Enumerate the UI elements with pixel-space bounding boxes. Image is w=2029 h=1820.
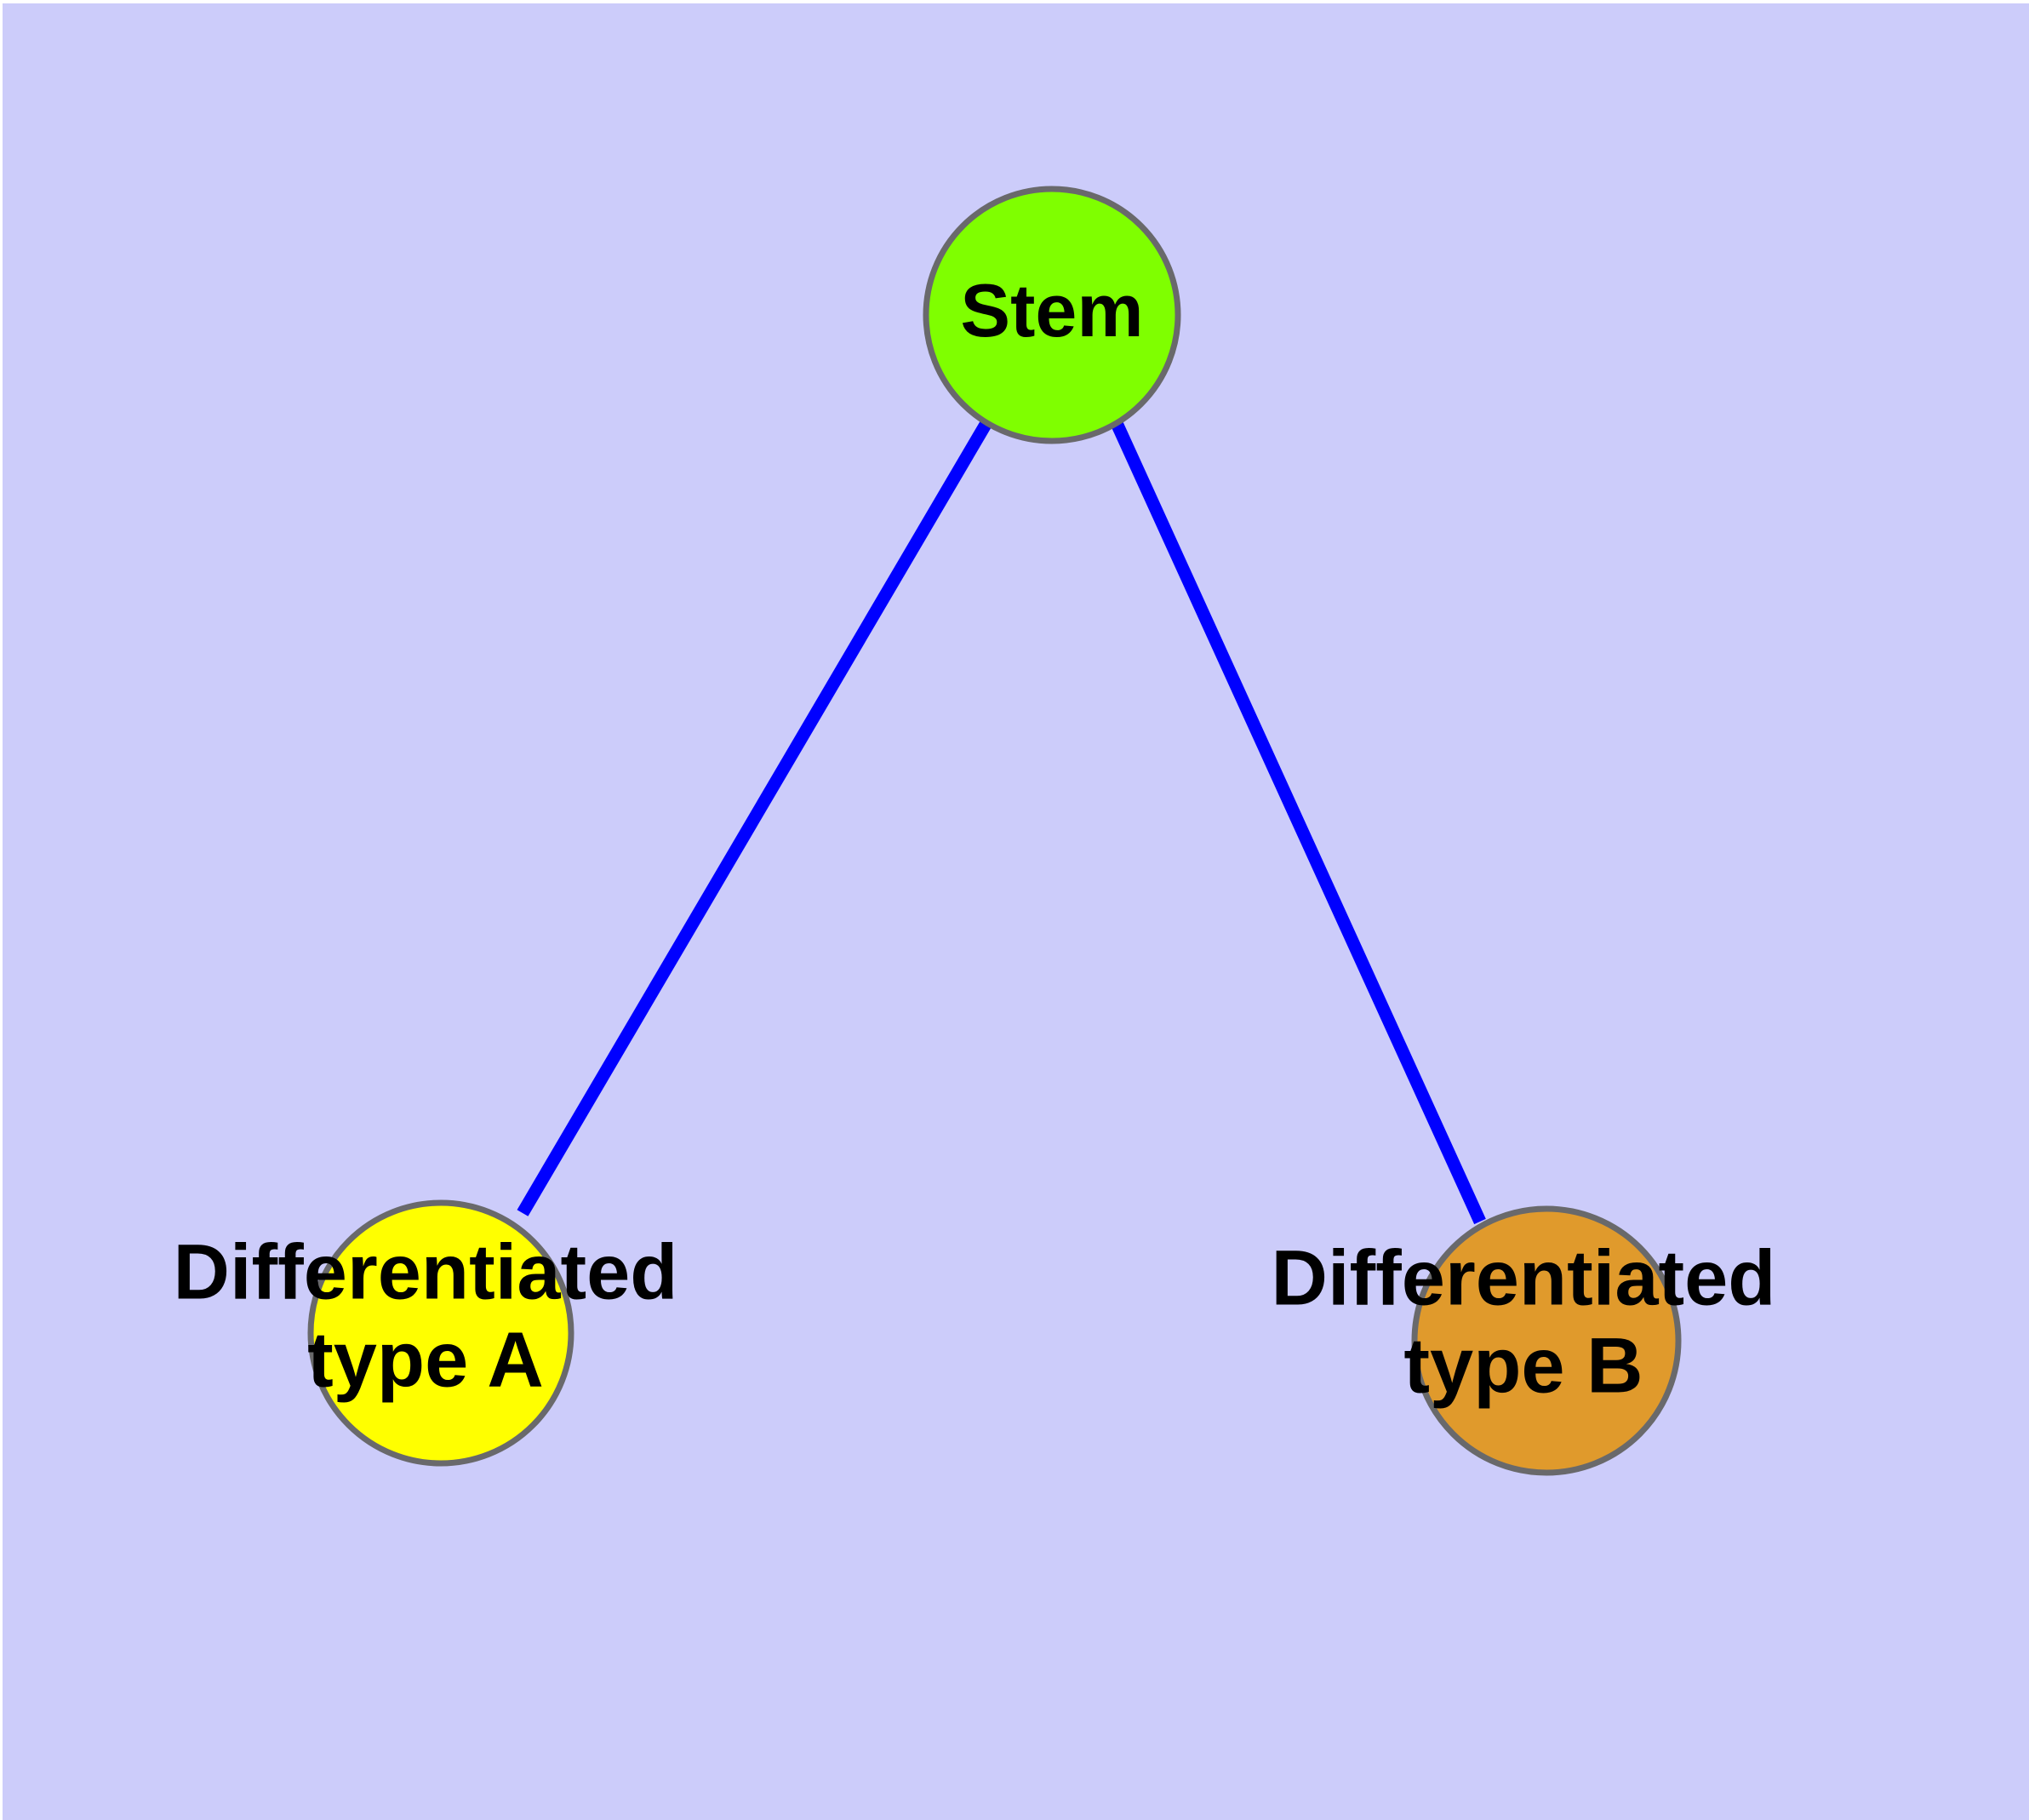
edge-stem-to-differentiated-type-a[interactable] (517, 420, 992, 1216)
node-differentiated-type-b[interactable] (1411, 1205, 1682, 1476)
edge-stem-to-differentiated-type-b[interactable] (1110, 418, 1486, 1225)
edges-layer (517, 418, 1486, 1225)
node-differentiated-type-a[interactable] (307, 1199, 574, 1467)
node-label-stem: Stem (960, 268, 1143, 352)
nodes-layer (307, 186, 1682, 1476)
node-stem[interactable] (923, 186, 1181, 444)
